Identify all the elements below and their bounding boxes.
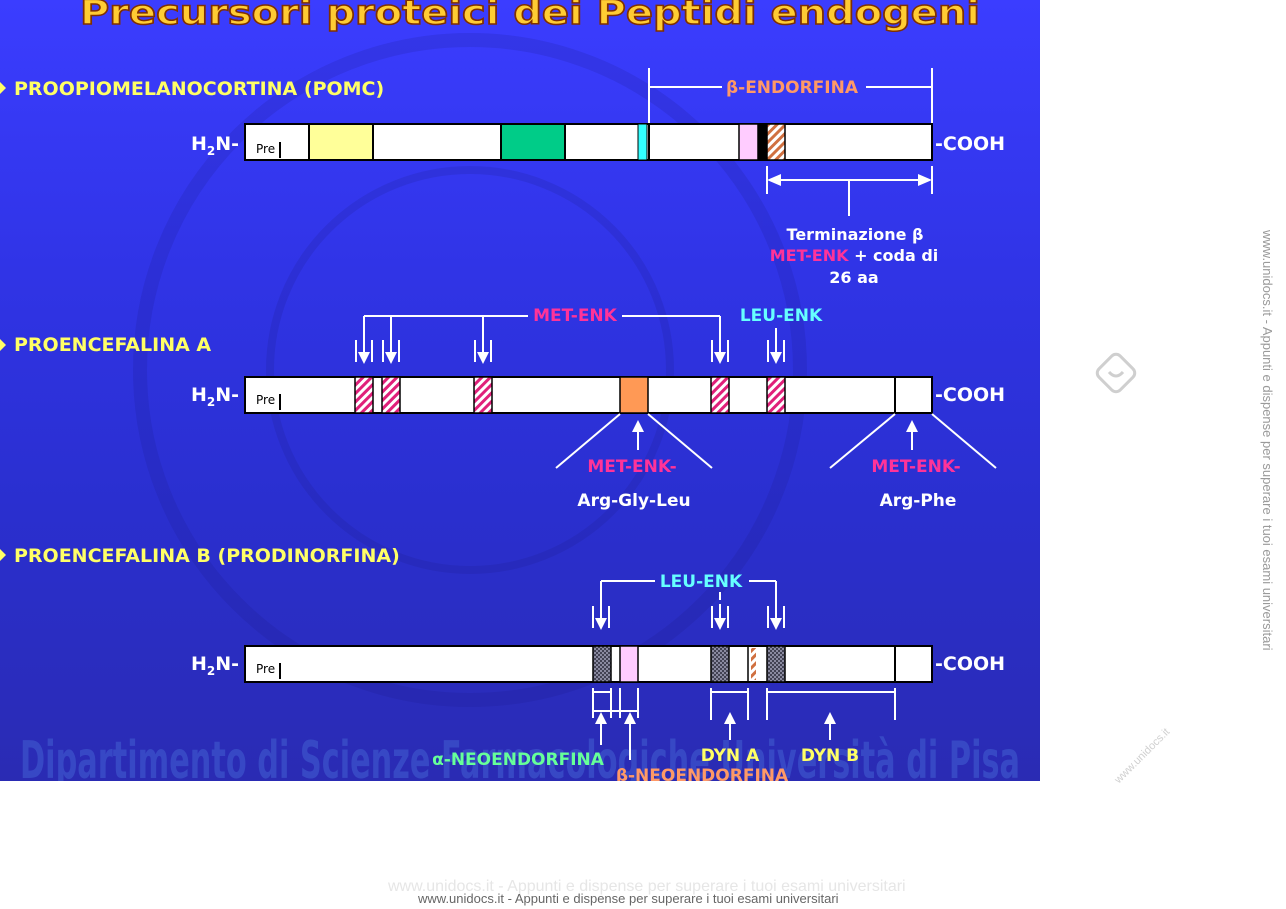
leu-enk-segment (766, 376, 786, 414)
met-enk-arg-phe-label1: MET-ENK- (871, 457, 960, 477)
penk-b-section: PROENCEFALINA B (PRODINORFINA) LEU-ENK H… (0, 545, 1005, 781)
terminazione-line1: Terminazione β (787, 225, 924, 244)
met-enk-hatch-segment (766, 123, 786, 161)
page-title: Precursori proteici dei Peptidi endogeni (80, 0, 980, 33)
diagram: Dipartimento di Scienze Farmacologiche U… (0, 0, 1020, 781)
penk-a-heading: PROENCEFALINA A (14, 334, 211, 356)
pre-label: Pre (256, 142, 275, 156)
dyn-a-label: DYN A (701, 746, 760, 766)
beta-neoendorfina-label: β-NEOENDORFINA (616, 766, 789, 781)
side-watermark-small: www.unidocs.it (1112, 726, 1173, 786)
met-enk-octapeptide-segment (619, 376, 649, 414)
met-enk-segment-2 (381, 376, 401, 414)
bullet-arrow-icon (0, 82, 6, 94)
leu-enk-dotted-segment-3 (766, 645, 786, 683)
pre-label: Pre (256, 393, 275, 407)
beta-endorfina-label: β-ENDORFINA (726, 78, 859, 98)
bottom-watermark-faded: www.unidocs.it - Appunti e dispense per … (388, 878, 906, 895)
terminazione-line3: 26 aa (829, 268, 878, 287)
penk-b-heading: PROENCEFALINA B (PRODINORFINA) (14, 545, 400, 567)
cooh-label: -COOH (935, 133, 1005, 155)
met-enk-arg-phe-label2: Arg-Phe (880, 491, 957, 511)
h2n-label: H2N- (191, 653, 239, 678)
pomc-black-segment (758, 124, 767, 160)
pomc-heading: PROOPIOMELANOCORTINA (POMC) (14, 78, 384, 100)
leu-enk-dotted-segment-2 (710, 645, 730, 683)
leu-enk-dotted-segment-1 (592, 645, 612, 683)
pomc-pink-segment (738, 123, 759, 161)
met-enk-arg-gly-leu-label1: MET-ENK- (587, 457, 676, 477)
pomc-cyan-segment (637, 123, 648, 161)
side-watermark: www.unidocs.it - Appunti e dispense per … (1260, 230, 1275, 651)
met-enk-arg-gly-leu-label2: Arg-Gly-Leu (577, 491, 690, 511)
bottom-watermark: www.unidocs.it - Appunti e dispense per … (418, 891, 839, 906)
met-enk-segment-4 (710, 376, 730, 414)
leu-enk-label: LEU-ENK (660, 572, 743, 592)
slide: Dipartimento di Scienze Farmacologiche U… (0, 0, 1040, 781)
bullet-arrow-icon (0, 339, 6, 351)
penk-b-bar (244, 645, 933, 683)
h2n-label: H2N- (191, 384, 239, 409)
leu-enk-label: LEU-ENK (740, 306, 823, 326)
pomc-green-segment (500, 123, 566, 161)
h2n-label: H2N- (191, 133, 239, 158)
cooh-label: -COOH (935, 653, 1005, 675)
met-enk-label: MET-ENK (533, 306, 618, 326)
terminazione-line2: MET-ENK + coda di (770, 246, 939, 265)
pomc-section: PROOPIOMELANOCORTINA (POMC) β-ENDORFINA … (0, 68, 1005, 287)
unidocs-logo-icon (1095, 352, 1137, 394)
pink-segment (619, 645, 639, 683)
pomc-yellow-segment (308, 123, 374, 161)
footer-banner: Dipartimento di Scienze Farmacologiche U… (20, 731, 1020, 781)
small-hatch-segment (751, 648, 756, 680)
penk-a-bar (244, 376, 933, 414)
cooh-label: -COOH (935, 384, 1005, 406)
met-enk-segment-3 (473, 376, 493, 414)
alpha-neoendorfina-label: α-NEOENDORFINA (432, 750, 605, 770)
met-enk-segment-1 (354, 376, 374, 414)
bullet-arrow-icon (0, 549, 6, 561)
penk-a-section: PROENCEFALINA A MET-ENK LEU-ENK H2N- (0, 306, 1005, 511)
pre-label: Pre (256, 662, 275, 676)
dyn-b-label: DYN B (801, 746, 859, 766)
seal-watermark (133, 33, 807, 707)
